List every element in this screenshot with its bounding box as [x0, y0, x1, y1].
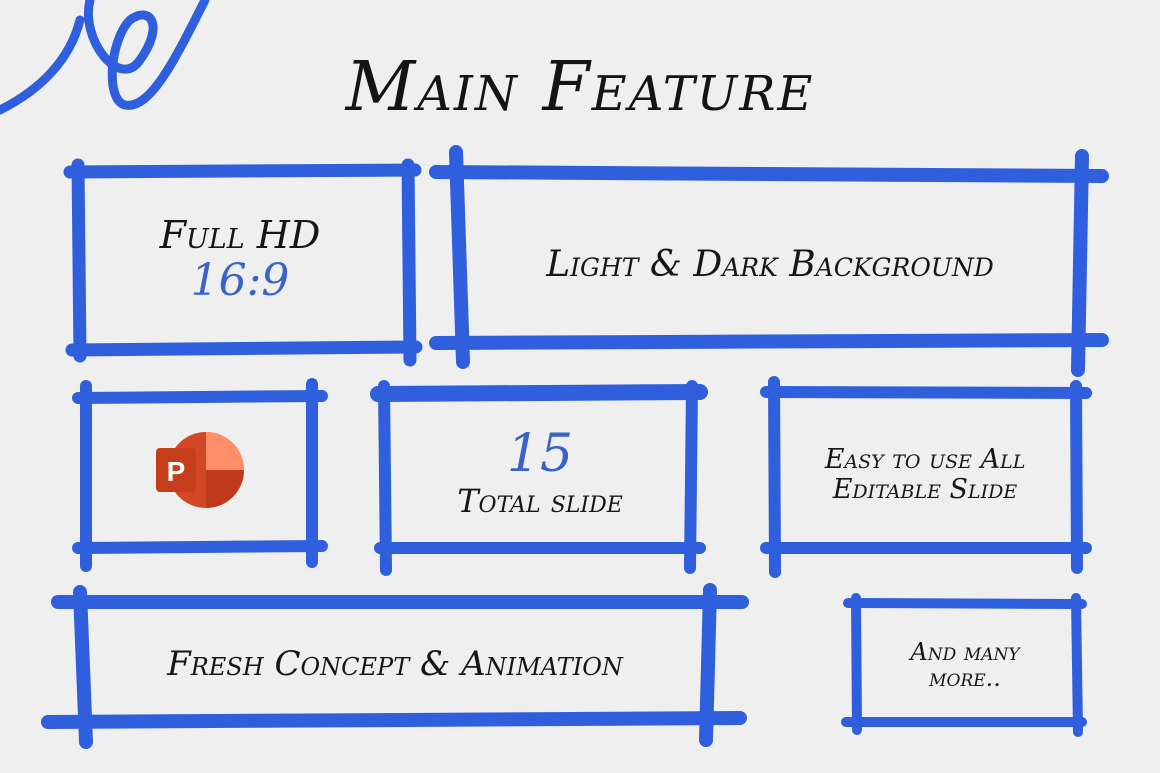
- powerpoint-icon: P: [156, 432, 244, 508]
- decorative-swirl: [0, 0, 210, 115]
- more-line-1: And many: [910, 637, 1020, 666]
- frame-total-slide: [370, 380, 708, 576]
- aspect-ratio-text: 16:9: [190, 254, 290, 306]
- total-slide-label: 15 Total slide: [400, 415, 680, 530]
- more-line-2: more..: [929, 664, 1001, 692]
- frame-full-hd: [63, 158, 423, 367]
- svg-text:P: P: [167, 456, 186, 487]
- editable-label: Easy to use All Editable Slide: [790, 430, 1060, 520]
- concept-label: Fresh Concept & Animation: [110, 630, 680, 700]
- frame-more: [841, 593, 1087, 737]
- frame-background: [429, 145, 1109, 377]
- concept-text: Fresh Concept & Animation: [167, 644, 623, 685]
- editable-line-2: Editable Slide: [832, 474, 1018, 505]
- editable-line-1: Easy to use All: [824, 444, 1026, 476]
- full-hd-label: Full HD 16:9: [120, 205, 360, 315]
- background-text: Light & Dark Background: [546, 244, 994, 286]
- slide-count: 15: [506, 424, 574, 485]
- frame-concept: [41, 583, 749, 749]
- more-label: And many more..: [870, 630, 1060, 700]
- frame-powerpoint: [72, 378, 328, 572]
- background-label: Light & Dark Background: [480, 225, 1060, 305]
- full-hd-text: Full HD: [159, 212, 321, 257]
- page-title: Main Feature: [345, 48, 815, 127]
- slide-count-caption: Total slide: [457, 481, 623, 520]
- frame-editable: [760, 376, 1092, 578]
